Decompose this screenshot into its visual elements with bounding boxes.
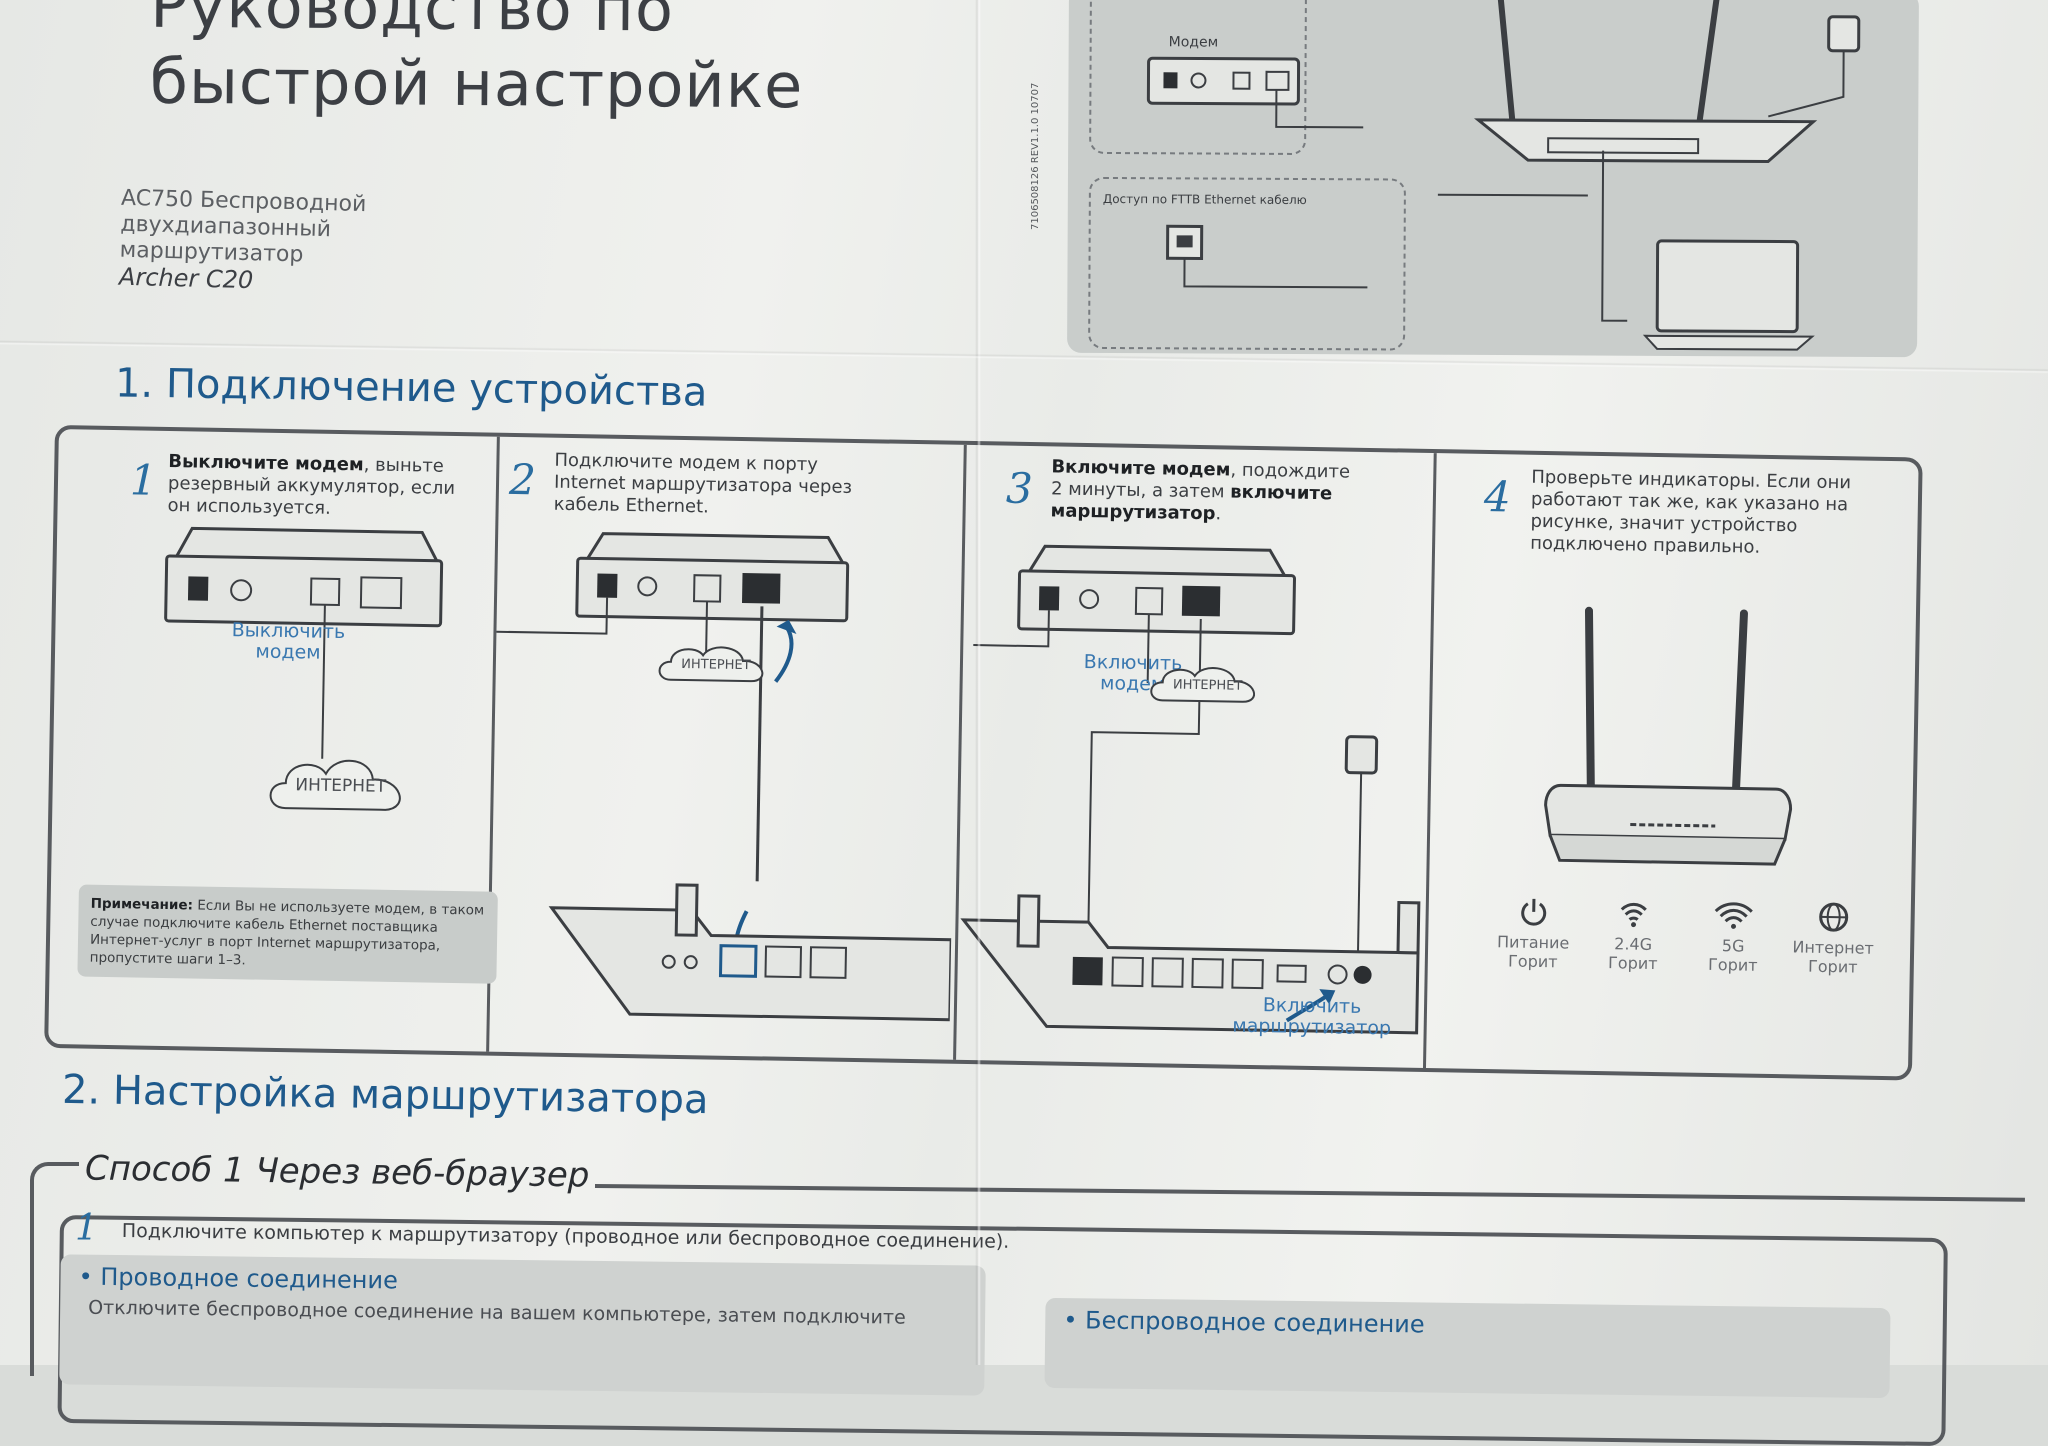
indicator-power-state: Горит [1507, 951, 1558, 972]
indicator-internet: Интернет Горит [1783, 899, 1884, 977]
step-3-text: Включите модем, подождите 2 минуты, а за… [1050, 456, 1351, 527]
title-line-1: Руководство по [150, 0, 675, 46]
step-3-cloud-icon [1150, 667, 1255, 703]
indicator-power: Питание Горит [1483, 894, 1584, 972]
step-2-connection-diagram [496, 532, 953, 1022]
note-label: Примечание: [90, 895, 194, 914]
indicator-internet-state: Горит [1807, 956, 1858, 977]
power-icon [1521, 898, 1547, 926]
indicator-24g-name: 2.4G [1614, 934, 1653, 954]
page-title: Руководство по быстрой настройке [149, 0, 804, 124]
step-1-number: 1 [129, 455, 158, 505]
wifi-icon [1620, 902, 1647, 928]
modem-label: Модем [1169, 34, 1219, 50]
wired-connection-panel: • Проводное соединение Отключите беспров… [59, 1254, 986, 1396]
fttb-label: Доступ по FTTB Ethernet кабелю [1103, 192, 1307, 207]
section-2-title: 2. Настройка маршрутизатора [61, 1066, 709, 1124]
step-3: 3 Включите модем, подождите 2 минуты, а … [956, 445, 1434, 1068]
step-4-text: Проверьте индикаторы. Если они работают … [1529, 466, 1852, 558]
step-1-cloud-label: ИНТЕРНЕТ [295, 775, 387, 797]
step-2: 2 Подключите модем к порту Internet марш… [489, 437, 964, 1060]
step-3-bold-1: Включите модем [1051, 456, 1231, 481]
method-step-1-number: 1 [75, 1208, 98, 1249]
wired-connection-text: Отключите беспроводное соединение на ваш… [88, 1296, 906, 1329]
step-2-cloud-label: ИНТЕРНЕТ [681, 656, 751, 673]
indicator-24g: 2.4G Горит [1583, 896, 1684, 974]
note-box: Примечание: Если Вы не используете модем… [77, 884, 498, 984]
step-2-text: Подключите модем к порту Internet маршру… [553, 449, 853, 518]
connection-overview-figure: Модем Доступ по FTTB Ethernet кабелю [1067, 0, 1919, 358]
method-rule [594, 1184, 2025, 1202]
step-2-cloud-icon [658, 646, 764, 683]
indicator-power-name: Питание [1496, 932, 1570, 953]
step-1: 1 Выключите модем, выньте резервный акку… [48, 429, 498, 1052]
step-2-number: 2 [508, 454, 537, 505]
indicator-5g: 5G Горит [1683, 898, 1784, 976]
connection-overview-diagram: Модем Доступ по FTTB Ethernet кабелю [1088, 0, 1861, 351]
step-4-number: 4 [1483, 471, 1512, 522]
indicator-internet-name: Интернет [1792, 937, 1874, 958]
title-line-2: быстрой настройке [149, 44, 804, 123]
step-1-modem-diagram [164, 526, 444, 759]
indicator-5g-state: Горит [1707, 954, 1758, 975]
steps-frame: 1 Выключите модем, выньте резервный акку… [44, 425, 1923, 1081]
step-3-tag-router-on: Включить маршрутизатор [1232, 994, 1392, 1040]
wifi-icon [1714, 902, 1753, 929]
step-4-router-diagram [1544, 606, 1793, 866]
method-frame-corner [30, 1162, 79, 1376]
step-3-cloud-label: ИНТЕРНЕТ [1172, 677, 1243, 694]
globe-icon [1819, 902, 1849, 932]
step-1-tag-modem-off: Выключить модем [231, 619, 346, 664]
indicator-5g-name: 5G [1721, 936, 1745, 956]
product-name: AC750 Беспроводной двухдиапазонный маршр… [119, 186, 452, 299]
section-1-title: 1. Подключение устройства [114, 360, 708, 416]
step-3-power-diagram [960, 544, 1421, 1035]
method-title: Способ 1 Через веб-браузер [84, 1148, 590, 1196]
step-1-cloud-icon [269, 759, 401, 811]
paper-fold-vertical [975, 0, 981, 1365]
wireless-connection-panel: • Беспроводное соединение [1044, 1297, 1891, 1399]
indicator-24g-state: Горит [1607, 953, 1658, 974]
step-4: 4 Проверьте индикаторы. Если они работаю… [1426, 453, 1917, 1076]
step-3-number: 3 [1005, 463, 1034, 514]
step-1-bold: Выключите модем [168, 450, 364, 476]
wired-connection-title: • Проводное соединение [78, 1262, 399, 1295]
vendor-code: 7106508126 REV1.1.0 10707 [1030, 82, 1041, 230]
wireless-connection-title: • Беспроводное соединение [1063, 1306, 1425, 1339]
step-1-text: Выключите модем, выньте резервный аккуму… [167, 451, 468, 522]
step-3-end: . [1215, 503, 1222, 525]
